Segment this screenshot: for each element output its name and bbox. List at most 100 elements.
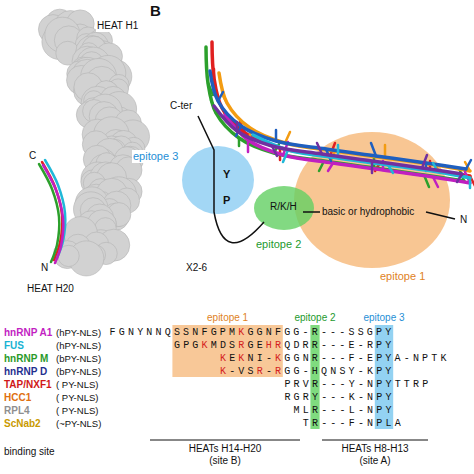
protein-name: HCC1 [4, 392, 31, 404]
residue: - [356, 366, 365, 378]
residue: - [338, 379, 347, 391]
nls-class: (hPY-NLS) [56, 327, 101, 338]
residue: S [347, 327, 356, 339]
sequence: KEKNI-KGGNR---F-EPYA-NPTK [218, 353, 448, 365]
residue: R [273, 340, 282, 352]
sidechain-stick [388, 165, 393, 173]
peptide-stick [43, 165, 63, 263]
residue: V [301, 379, 310, 391]
residue: K [439, 353, 448, 365]
residue: - [338, 353, 347, 365]
residue: R [310, 353, 319, 365]
sidechain-stick [328, 163, 333, 171]
residue: G [292, 392, 301, 404]
peptide-model [214, 106, 462, 182]
sequence: K-VSR-RGG-HQNSY-KPY [218, 366, 393, 378]
residue: - [356, 392, 365, 404]
residue: - [356, 418, 365, 430]
sidechain-stick [213, 69, 216, 78]
residue: - [320, 379, 329, 391]
epitope-region [182, 146, 254, 214]
residue: R [301, 340, 310, 352]
residue: F [273, 327, 282, 339]
residue: - [329, 327, 338, 339]
residue: G [191, 340, 200, 352]
terminus-label: N [40, 262, 49, 274]
residue: P [375, 418, 384, 430]
site-bracket [322, 440, 428, 441]
residue: G [172, 340, 181, 352]
protein-name: hnRNP A1 [4, 327, 52, 339]
residue: - [319, 340, 328, 352]
residue: N [126, 327, 135, 339]
sidechain-stick [433, 177, 438, 187]
sidechain-stick [272, 146, 277, 156]
epitope-column [310, 325, 319, 429]
residue: G [283, 366, 292, 378]
residue: N [154, 327, 163, 339]
residue: N [366, 405, 375, 417]
peptide-model [253, 135, 470, 188]
residue: - [329, 340, 338, 352]
nls-class: (hPY-NLS) [56, 340, 101, 351]
nls-class: ( PY-NLS) [56, 379, 98, 390]
sidechain-stick [247, 140, 250, 152]
residue-label: basic or hydrophobic [322, 206, 414, 218]
sidechain-stick [469, 178, 472, 188]
residue: T [393, 379, 402, 391]
residue: P [283, 379, 292, 391]
residue: Q [163, 327, 172, 339]
site-label: HEATs H8-H13 [341, 443, 408, 455]
residue: K [200, 340, 209, 352]
sidechain-stick [457, 174, 462, 182]
residue: - [356, 340, 365, 352]
nls-class: (~PY-NLS) [56, 418, 101, 429]
residue: Q [319, 366, 328, 378]
domain-label: HEAT H20 [26, 283, 75, 295]
residue: P [218, 327, 227, 339]
residue: N [411, 353, 420, 365]
residue: G [209, 327, 218, 339]
residue: K [218, 366, 227, 378]
protein-name: hnRNP M [4, 353, 48, 365]
residue: Y [384, 327, 393, 339]
residue: K [237, 327, 246, 339]
sidechain-stick [371, 143, 376, 156]
residue: Y [310, 392, 319, 404]
residue: N [365, 392, 374, 404]
motif-trace [426, 212, 455, 219]
linker-label: X2-6 [186, 262, 207, 274]
epitope-column [172, 325, 282, 377]
residue: K [274, 353, 283, 365]
residue: N [246, 353, 255, 365]
domain-label: HEAT H1 [96, 20, 139, 32]
sequence: PRVR---Y-NPYTTRP [283, 379, 430, 391]
nls-class: (bPY-NLS) [56, 353, 101, 364]
residue: G [246, 327, 255, 339]
residue: - [320, 405, 329, 417]
residue: G [117, 327, 126, 339]
residue: - [301, 366, 310, 378]
terminus-label: N [460, 214, 467, 226]
protein-name: TAP/NXF1 [4, 379, 52, 391]
residue: Y [384, 405, 393, 417]
sequence: MLR---L-NPY [292, 405, 393, 417]
residue: A [393, 353, 402, 365]
protein-surface [38, 9, 149, 276]
residue: Y [136, 327, 145, 339]
sidechain-stick [236, 122, 239, 131]
residue-label: R/K/H [270, 201, 297, 213]
residue-label: Y [223, 168, 230, 181]
protein-name: hnRNP D [4, 366, 47, 378]
residue: G [292, 327, 301, 339]
backbone-stick [210, 71, 466, 169]
residue: R [310, 340, 319, 352]
residue: N [145, 327, 154, 339]
residue: N [264, 327, 273, 339]
residue: E [255, 340, 264, 352]
residue: Y [384, 353, 393, 365]
residue: G [283, 353, 292, 365]
sidechain-stick [238, 138, 241, 146]
site-label: (site A) [359, 455, 390, 467]
